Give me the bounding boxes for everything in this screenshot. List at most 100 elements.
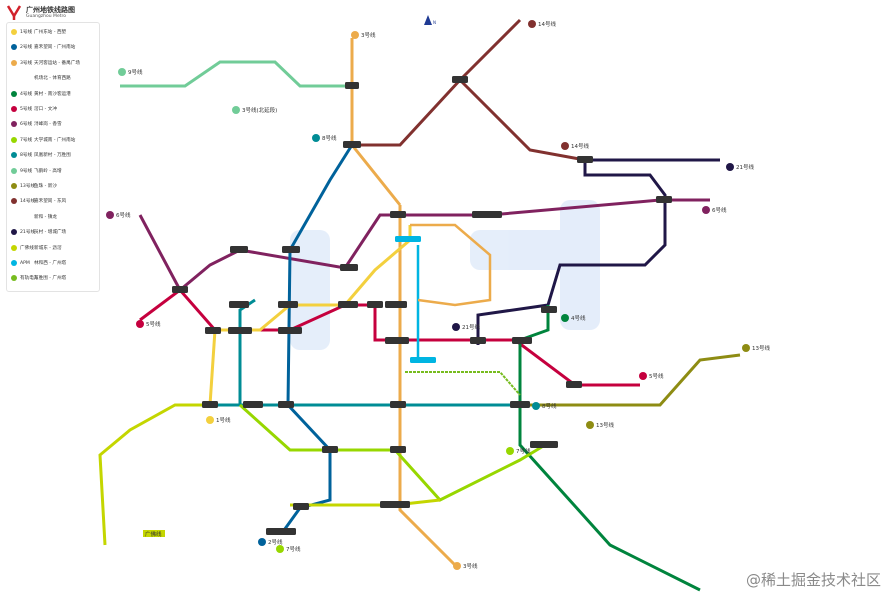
compass-label: N (433, 20, 436, 25)
line-legend: 1号线广州东站 - 西塱 2号线嘉禾望岗 - 广州南站 3号线天河客运站 - 番禺广… (6, 22, 100, 292)
tag-line-4-north: 4号线 (571, 314, 586, 322)
tag-line-8: 8号线 (322, 134, 337, 142)
tag-line-7-south: 7号线 (286, 545, 301, 553)
legend-line-desc: 天河客运站 - 番禺广场 (34, 60, 80, 66)
legend-color-dot (11, 44, 17, 51)
line-3-south[interactable] (398, 205, 457, 567)
logo-title: 广州地铁线路图 (26, 6, 75, 14)
legend-line-desc: 黄村 - 南沙客运港 (34, 91, 71, 97)
legend-line-number: APM (20, 260, 30, 266)
legend-line-number: 21号线 (20, 230, 36, 236)
legend-line-number: 6号线 (20, 122, 33, 128)
legend-item[interactable]: 新和 - 镇龙 (11, 214, 57, 220)
legend-item[interactable]: 8号线凤凰新村 - 万胜围 (11, 152, 71, 159)
legend-item[interactable]: 9号线飞鹅岭 - 高增 (11, 167, 62, 174)
line-guangfo[interactable] (98, 403, 441, 546)
legend-item[interactable]: 机场北 - 体育西路 (11, 75, 71, 81)
tag-line-13-west: 13号线 (596, 421, 614, 429)
line-21[interactable] (476, 158, 720, 345)
line-3-north[interactable] (350, 38, 402, 206)
legend-item[interactable]: 14号线嘉禾望岗 - 东风 (11, 198, 67, 205)
legend-line-desc: 员村 - 增城广场 (34, 230, 67, 236)
legend-line-desc: 林和西 - 广州塔 (34, 261, 67, 266)
legend-color-dot (11, 106, 17, 112)
legend-item[interactable]: 5号线滘口 - 文冲 (11, 106, 57, 112)
legend-color-dot (11, 275, 17, 282)
line-7[interactable] (238, 403, 546, 502)
legend-line-number: 1号线 (20, 30, 33, 35)
line-9[interactable] (120, 60, 345, 88)
tag-line-9-west: 3号线(北延段) (242, 106, 277, 114)
legend-line-desc: 广州东站 - 西塱 (34, 30, 67, 35)
background-watermark (290, 200, 600, 350)
line-14[interactable] (352, 18, 586, 162)
legend-item[interactable]: APM 林和西 - 广州塔 (11, 260, 66, 266)
line-13[interactable] (520, 353, 741, 407)
legend-color-dot (11, 136, 17, 143)
legend-color-dot (11, 152, 17, 159)
legend-item[interactable]: 有轨电车万胜围 - 广州塔 (11, 275, 67, 282)
legend-color-dot (11, 260, 17, 266)
legend-color-dot (11, 183, 17, 189)
legend-line-desc: 鱼珠 - 新沙 (34, 184, 57, 189)
tag-line-3-north: 3号线 (361, 31, 376, 39)
legend-color-dot (11, 90, 17, 97)
legend-line-desc: 大学城南 - 广州南站 (34, 137, 76, 143)
tag-line-14-east: 14号线 (571, 142, 589, 150)
tag-line-13: 13号线 (752, 344, 770, 352)
legend-item[interactable]: 1号线广州东站 - 西塱 (11, 29, 66, 35)
logo-subtitle: Guangzhou Metro (26, 14, 66, 19)
legend-item[interactable]: 广佛线新城东 - 沥滘 (11, 244, 62, 251)
legend-item[interactable]: 2号线嘉禾望岗 - 广州南站 (11, 44, 76, 51)
tag-line-21: 21号线 (736, 163, 754, 171)
legend-line-number: 14号线 (20, 199, 36, 205)
legend-item[interactable]: 13号线鱼珠 - 新沙 (11, 183, 57, 189)
legend-line-desc: 嘉禾望岗 - 东风 (34, 199, 67, 205)
legend-color-dot (11, 244, 17, 251)
legend-line-number: 2号线 (20, 45, 33, 51)
tag-guangfo: 广佛线 (145, 530, 162, 538)
tag-line-9: 9号线 (128, 68, 143, 76)
legend-color-dot (11, 29, 17, 35)
legend-line-desc: 滘口 - 文冲 (34, 107, 57, 112)
legend-item[interactable]: 4号线黄村 - 南沙客运港 (11, 90, 71, 97)
legend-color-dot (11, 198, 17, 205)
legend-line-desc: 新城东 - 沥滘 (34, 245, 62, 251)
tag-line-5-east: 5号线 (649, 372, 664, 380)
line-tram[interactable] (405, 371, 521, 396)
legend-line-desc: 凤凰新村 - 万胜围 (34, 153, 71, 159)
metro-logo: 广州地铁线路图 Guangzhou Metro (6, 4, 96, 22)
legend-item[interactable]: 7号线大学城南 - 广州南站 (11, 136, 76, 143)
legend-line-desc: 飞鹅岭 - 高增 (34, 168, 62, 174)
tag-line-2-south: 2号线 (268, 538, 283, 546)
legend-item[interactable]: 3号线天河客运站 - 番禺广场 (11, 59, 80, 66)
interchange-stations (172, 76, 672, 535)
legend-line-number: 9号线 (20, 168, 33, 174)
legend-line-number: 广佛线 (20, 245, 34, 251)
tag-line-8-east: 8号线 (542, 402, 557, 410)
legend-line-desc: 万胜围 - 广州塔 (34, 276, 67, 282)
legend-item[interactable]: 6号线浔峰岗 - 香雪 (11, 121, 62, 128)
watermark: @稀土掘金技术社区 (745, 571, 881, 589)
tag-line-14: 14号线 (538, 20, 556, 28)
line-1[interactable] (208, 225, 412, 406)
line-6[interactable] (138, 198, 710, 293)
legend-line-number: 3号线 (20, 60, 33, 66)
tag-line-6-west: 6号线 (116, 211, 131, 219)
legend-line-number: 4号线 (20, 91, 33, 97)
line-3-loop[interactable] (410, 223, 492, 307)
legend-color-dot (11, 214, 17, 220)
legend-color-dot (11, 167, 17, 174)
legend-line-number: 7号线 (20, 137, 33, 143)
legend-item[interactable]: 21号线员村 - 增城广场 (11, 229, 67, 236)
line-8-branch[interactable] (238, 298, 256, 405)
line-tags: 9号线 3号线 14号线 8号线 3号线(北延段) 14号线 21号线 6号线 … (106, 20, 770, 570)
tag-line-1: 1号线 (216, 416, 231, 424)
tag-line-21-west: 21号线 (462, 323, 480, 331)
legend-color-dot (11, 121, 17, 128)
tag-line-7-east: 7号线 (516, 447, 531, 455)
line-5[interactable] (139, 287, 640, 387)
legend-line-desc: 新和 - 镇龙 (34, 214, 57, 220)
legend-line-desc: 嘉禾望岗 - 广州南站 (34, 45, 76, 51)
